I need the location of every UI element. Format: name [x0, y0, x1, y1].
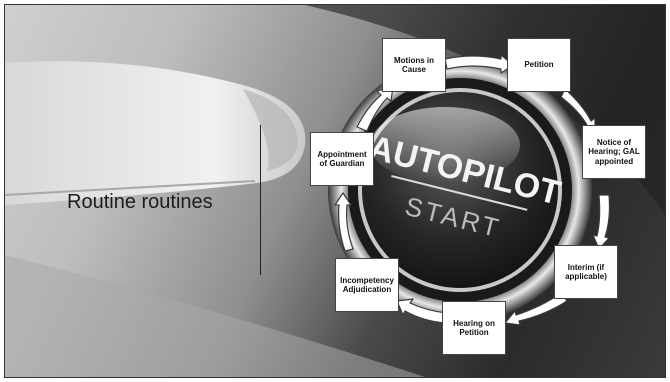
slide: AUTOPILOT START Routine routines: [4, 4, 666, 378]
cycle-arrows: [334, 54, 611, 326]
arrow-hearing-to-incompetency: [396, 298, 448, 324]
arrow-appointment-to-motions: [356, 86, 394, 132]
title-divider: [260, 125, 261, 275]
autopilot-button-photo: AUTOPILOT START: [5, 5, 665, 377]
cycle-step-notice-of-hearing: Notice of Hearing; GAL appointed: [582, 125, 646, 179]
arrow-incompetency-to-appointment: [334, 192, 354, 252]
slide-title: Routine routines: [67, 191, 213, 213]
cycle-step-incompetency-adjudication: Incompetency Adjudication: [335, 258, 399, 312]
cycle-step-appointment-of-guardian: Appointment of Guardian: [310, 132, 374, 186]
cycle-step-petition: Petition: [507, 38, 571, 92]
cycle-step-hearing-on-petition: Hearing on Petition: [442, 301, 506, 355]
arrow-interim-to-hearing: [504, 292, 568, 326]
arrow-notice-to-interim: [592, 194, 611, 250]
cycle-step-motions-in-cause: Motions in Cause: [382, 38, 446, 92]
arrow-motions-to-petition: [444, 54, 514, 74]
cycle-step-interim: Interim (if applicable): [554, 245, 618, 299]
